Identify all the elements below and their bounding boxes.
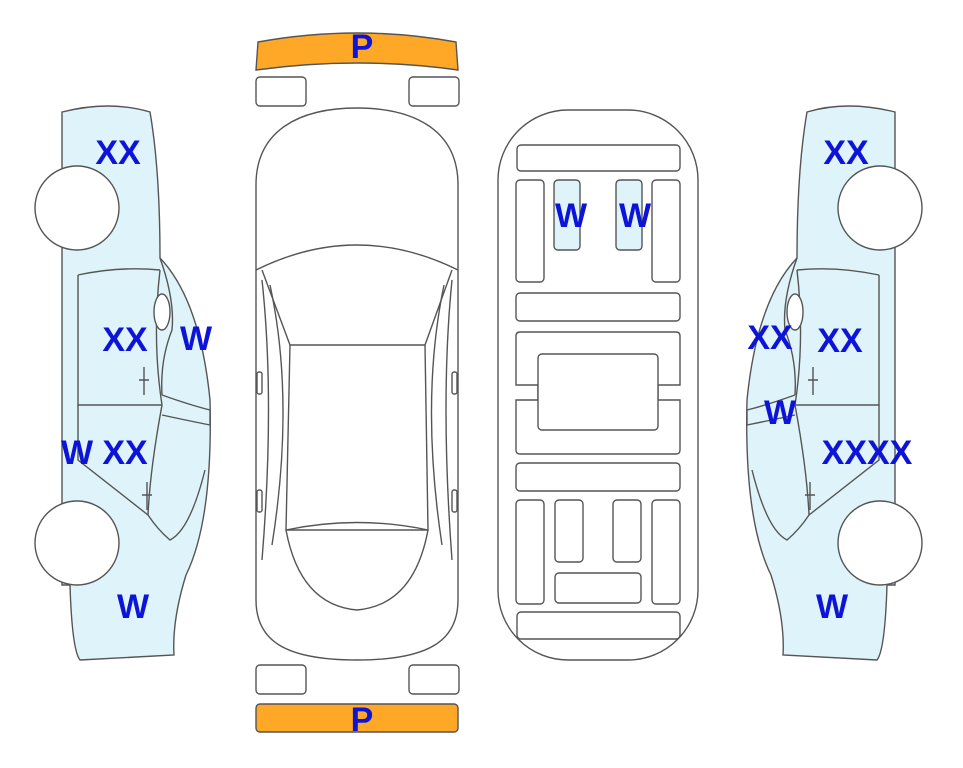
right-rear-door-label[interactable]: XXXX [822,434,913,472]
roof-right-panel[interactable] [615,179,643,251]
left-rear-door-label[interactable]: XX [102,434,148,472]
left-front-fender-label[interactable]: XX [95,134,141,172]
roof-right-panel-label[interactable]: W [619,197,652,235]
roof-left-panel[interactable] [553,179,581,251]
right-front-wheel [837,165,923,251]
rear-bumper-label[interactable]: P [351,701,374,739]
right-front-door-label[interactable]: XX [817,322,863,360]
front-bumper[interactable] [255,32,459,71]
left-front-wheel [34,165,120,251]
left-front-door-label[interactable]: XX [102,321,148,359]
underbody-view [497,109,699,661]
right-side-view [746,105,923,661]
damage-labels: P P XX XX W W XX W W W XX XX XX W XXXX W [61,28,913,739]
right-rear-wheel [837,500,923,586]
rear-left-light [255,664,307,695]
left-window-pillar-label[interactable]: W [180,320,213,358]
rear-right-light [408,664,460,695]
front-left-light [255,76,307,107]
right-mirror-area-label[interactable]: W [764,394,797,432]
rear-bumper[interactable] [255,703,459,733]
left-rear-quarter-label[interactable]: W [117,588,150,626]
left-sill-label[interactable]: W [61,434,94,472]
left-side-view [34,105,211,661]
right-front-fender-label[interactable]: XX [823,134,869,172]
front-bumper-label[interactable]: P [351,28,374,66]
front-right-light [408,76,460,107]
top-view-car [255,107,459,661]
right-window-pillar-label[interactable]: XX [747,319,793,357]
roof-left-panel-label[interactable]: W [555,197,588,235]
left-rear-wheel [34,500,120,586]
right-rear-quarter-label[interactable]: W [816,588,849,626]
